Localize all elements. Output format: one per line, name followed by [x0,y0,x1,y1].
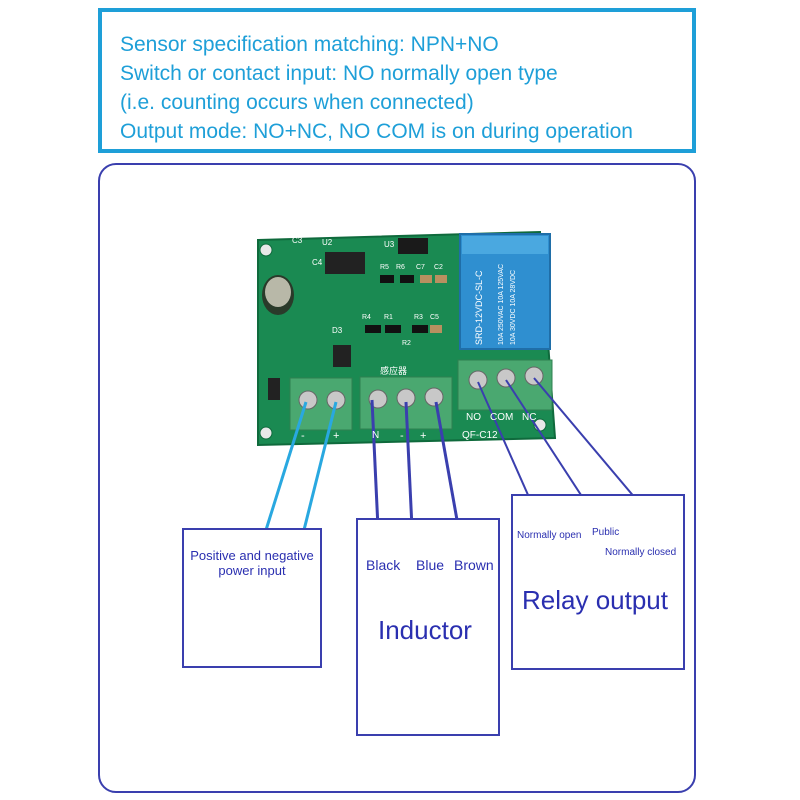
resistor [412,325,428,333]
silk-d3: D3 [332,326,343,335]
power-input-box [182,528,322,668]
relay-terminal [457,359,553,411]
relay-label-no: Normally open [517,530,582,541]
pin-power-pos: + [333,430,340,442]
inductor-label: Inductor [378,615,472,645]
optocoupler [398,238,428,254]
relay-rating-dc: 10A 30VDC 10A 28VDC [510,269,517,345]
smd-diode [268,378,280,400]
silk-r3: R3 [414,314,423,321]
power-input-label: Positive and negative power input [190,548,314,578]
pin-power-neg: - [301,430,305,442]
relay-model-text: SRD-12VDC-SL-C [474,270,484,345]
relay-rating-ac: 10A 250VAC 10A 125VAC [498,263,505,345]
spec-box: Sensor specification matching: NPN+NO Sw… [98,8,696,153]
silk-c7: C7 [416,264,425,271]
relay-output-label: Relay output [522,585,668,615]
silk-c2: C2 [434,264,443,271]
silk-r4: R4 [362,314,371,321]
mount-hole [259,426,273,440]
wire-sensor-black [370,399,380,529]
resistor [365,325,381,333]
electrolytic-capacitor [262,275,294,315]
capacitor [420,275,432,283]
spec-line-output: Output mode: NO+NC, NO COM is on during … [120,120,633,143]
silk-r1: R1 [384,314,393,321]
silk-c4: C4 [312,258,323,267]
pin-sensor-neg: - [400,430,404,442]
silk-r6: R6 [396,264,405,271]
relay-label-com: Public [592,527,620,538]
relay-output-box [511,494,685,670]
relay-label-nc: Normally closed [605,547,677,558]
silk-u2: U2 [322,238,333,247]
spec-line-note: (i.e. counting occurs when connected) [120,91,474,114]
wire-power-neg [264,401,308,531]
pin-sensor-n: N [372,430,380,441]
resistor [380,275,394,283]
resistor [400,275,414,283]
capacitor [435,275,447,283]
wiring-panel [98,163,696,793]
silk-c5: C5 [430,314,439,321]
spec-line-switch: Switch or contact input: NO normally ope… [120,62,558,85]
spec-line-sensor: Sensor specification matching: NPN+NO [120,33,499,56]
resistor [385,325,401,333]
mount-hole [259,243,273,257]
pin-sensor-pos: + [420,430,427,442]
silk-c3: C3 [292,236,303,245]
diode [333,345,351,367]
wire-label-black: Black [366,557,401,573]
wire-label-brown: Brown [454,557,494,573]
silk-sensor: 感应器 [380,366,408,376]
inductor-box [356,518,500,736]
silk-r5: R5 [380,264,389,271]
ic-chip [325,252,365,274]
pin-relay-nc: NC [522,412,537,423]
wire-power-pos [302,401,338,531]
relay [459,233,551,350]
silk-u3: U3 [384,240,395,249]
board-model: QF-C12 [462,430,498,441]
capacitor [430,325,442,333]
wire-label-blue: Blue [416,557,445,573]
pin-relay-no: NO [466,412,481,423]
silk-r2: R2 [402,340,411,347]
wire-sensor-blue [404,401,414,529]
pin-relay-com: COM [490,412,514,423]
